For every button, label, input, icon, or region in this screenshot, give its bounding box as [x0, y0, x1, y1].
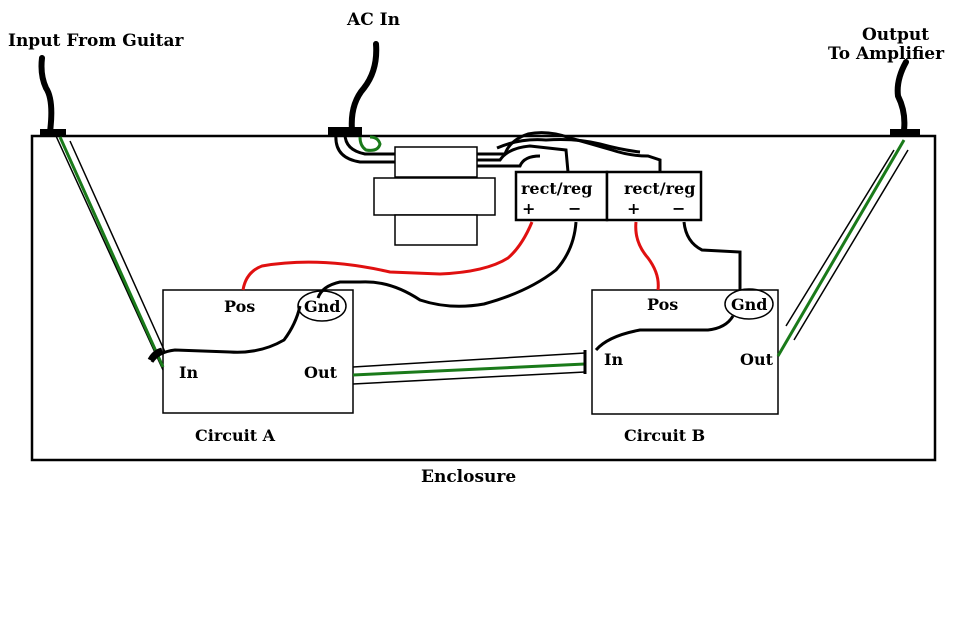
circuit-b-gnd: Gnd — [731, 295, 767, 314]
rect-reg-1-plus: + — [522, 199, 535, 218]
circuit-a-input-lug — [147, 347, 163, 362]
output-jack — [890, 59, 920, 136]
rect-reg-1: rect/reg + − — [514, 170, 609, 222]
rect-reg-2-plus: + — [627, 199, 640, 218]
circuit-b: Pos Gnd In Out Circuit B — [591, 288, 779, 445]
input-signal-wire — [55, 135, 166, 371]
ac-wiring — [334, 131, 662, 173]
circuit-a-pos: Pos — [224, 297, 255, 316]
circuit-a-out: Out — [304, 363, 338, 382]
circuit-b-pos: Pos — [647, 295, 678, 314]
output-label-line1: Output — [862, 25, 929, 45]
circuit-b-gnd-circle — [724, 288, 774, 320]
rect-reg-1-title: rect/reg — [521, 179, 592, 198]
circuit-a-name: Circuit A — [195, 426, 276, 445]
circuit-b-name: Circuit B — [624, 426, 705, 445]
circuit-a: Pos Gnd In Out Circuit A — [162, 289, 354, 445]
enclosure-box — [30, 134, 937, 462]
rect-reg-1-minus: − — [568, 199, 581, 218]
ac-in-jack — [328, 41, 382, 152]
circuit-b-out: Out — [740, 350, 774, 369]
rect-reg-2: rect/reg + − — [605, 170, 703, 222]
positive-wires — [241, 221, 660, 291]
transformer — [373, 146, 496, 246]
input-label: Input From Guitar — [8, 31, 185, 51]
circuit-a-in: In — [179, 363, 198, 382]
interstage-signal-wire — [352, 350, 587, 385]
input-jack — [38, 55, 66, 136]
rect-reg-2-minus: − — [672, 199, 685, 218]
output-signal-wire — [776, 139, 909, 357]
ground-wires — [150, 221, 742, 363]
ac-in-label: AC In — [346, 10, 400, 30]
output-label-line2: To Amplifier — [828, 44, 945, 64]
circuit-b-in: In — [604, 350, 623, 369]
circuit-a-gnd: Gnd — [304, 297, 340, 316]
rect-reg-2-title: rect/reg — [624, 179, 695, 198]
enclosure-label: Enclosure — [421, 467, 516, 487]
